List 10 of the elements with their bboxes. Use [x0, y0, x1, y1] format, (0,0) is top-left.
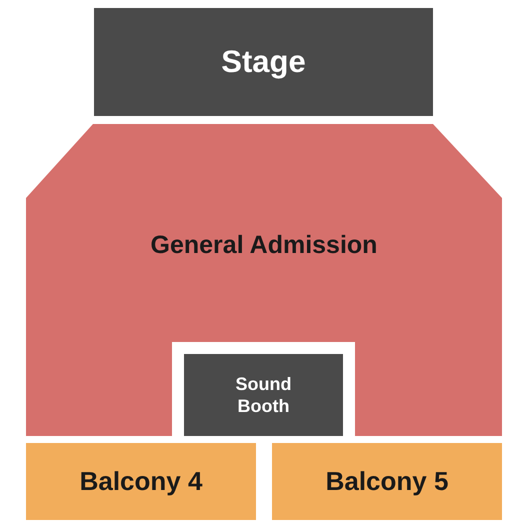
- balcony-section: [26, 443, 256, 520]
- sound-booth: [184, 354, 343, 436]
- stage-area: [94, 8, 433, 116]
- general-admission-section: [26, 124, 502, 436]
- section-label: General Admission: [150, 231, 378, 260]
- section-label: Balcony 4: [80, 466, 202, 497]
- balcony-section: [272, 443, 502, 520]
- section-label: Stage: [221, 44, 306, 80]
- section-label: Balcony 5: [326, 466, 448, 497]
- section-label: Sound Booth: [234, 372, 292, 418]
